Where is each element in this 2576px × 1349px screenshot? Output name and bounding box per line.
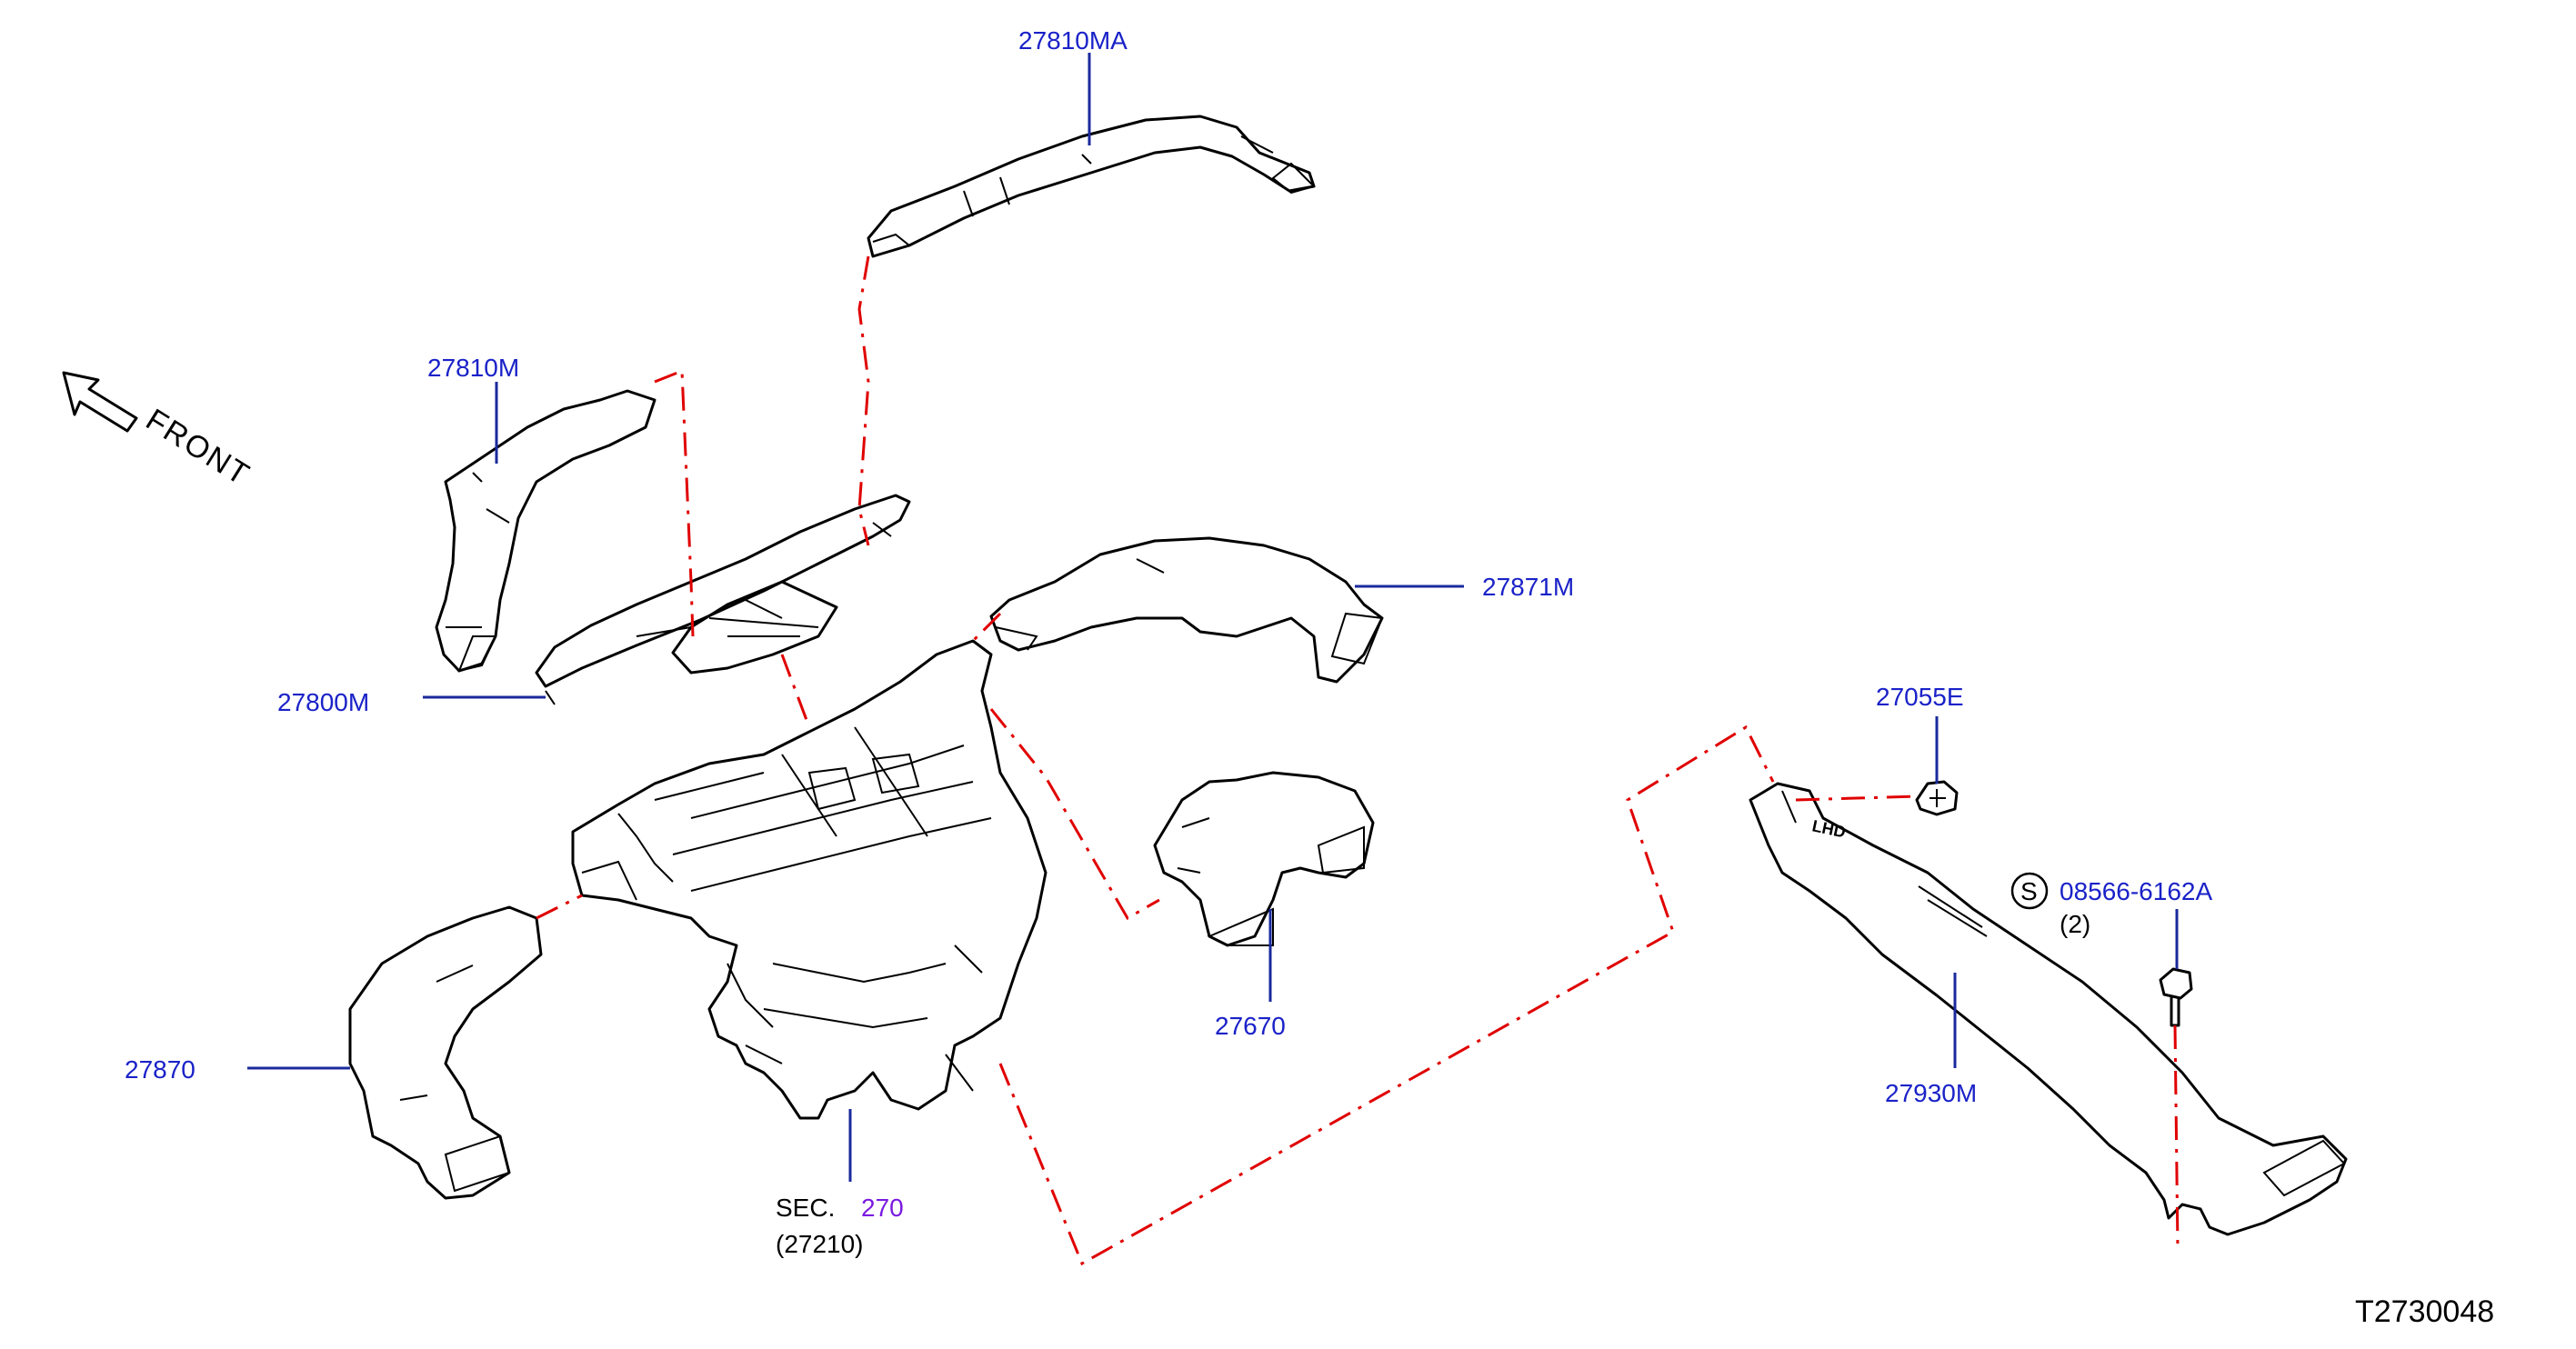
connection-lines bbox=[536, 255, 2180, 1266]
label-27055E[interactable]: 27055E bbox=[1876, 683, 1964, 711]
part-labels: 27810MA 27810M 27800M 27871M 27055E S 08… bbox=[125, 26, 2494, 1329]
section-sub-number: (27210) bbox=[776, 1230, 864, 1258]
duct-27871M[interactable] bbox=[989, 536, 1384, 684]
label-27800M[interactable]: 27800M bbox=[277, 688, 369, 716]
label-27870[interactable]: 27870 bbox=[125, 1055, 195, 1084]
duct-27870[interactable] bbox=[348, 905, 543, 1200]
section-number-link[interactable]: 270 bbox=[861, 1194, 904, 1222]
front-direction-indicator: FRONT bbox=[62, 371, 256, 494]
defroster-nozzle-27800M[interactable] bbox=[535, 494, 911, 705]
front-arrow-icon bbox=[62, 371, 138, 433]
label-08566-qty: (2) bbox=[2060, 910, 2090, 938]
hvac-unit-assembly[interactable] bbox=[571, 639, 1047, 1120]
duct-27670[interactable] bbox=[1153, 771, 1375, 947]
front-label: FRONT bbox=[140, 403, 256, 494]
label-08566-6162A[interactable]: 08566-6162A bbox=[2060, 877, 2212, 905]
clip-27055E[interactable] bbox=[1915, 780, 1959, 816]
label-27810M[interactable]: 27810M bbox=[427, 354, 519, 382]
lhd-stamp: LHD bbox=[1810, 816, 1847, 841]
label-27670[interactable]: 27670 bbox=[1215, 1012, 1286, 1040]
duct-27810M[interactable] bbox=[435, 389, 657, 673]
diagram-code: T2730048 bbox=[2355, 1294, 2494, 1329]
leader-lines bbox=[247, 53, 2179, 1182]
label-27930M[interactable]: 27930M bbox=[1885, 1079, 1977, 1107]
duct-27810MA[interactable] bbox=[867, 115, 1316, 258]
label-27810MA[interactable]: 27810MA bbox=[1018, 26, 1128, 55]
service-part-marker: S bbox=[2010, 872, 2049, 910]
duct-27930M[interactable]: LHD bbox=[1749, 782, 2348, 1236]
s-symbol: S bbox=[2020, 877, 2038, 905]
screw-08566-6162A[interactable] bbox=[2159, 967, 2193, 1027]
s-circle-icon bbox=[2010, 872, 2049, 910]
section-prefix: SEC. bbox=[776, 1194, 835, 1222]
label-27871M[interactable]: 27871M bbox=[1482, 573, 1574, 601]
